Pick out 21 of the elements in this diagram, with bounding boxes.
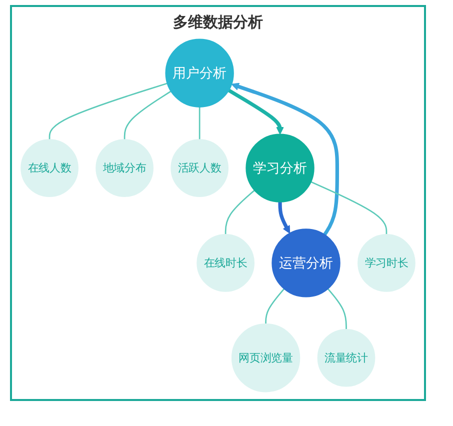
node-circle: 活跃人数 [170,139,228,197]
node-circle: 学习时长 [358,234,416,292]
node-circle: 在线人数 [20,139,78,197]
node-circle: 在线时长 [196,234,254,292]
arrow [228,88,284,134]
arrow [278,202,290,234]
center-heading: 多维数据分析 [173,13,263,32]
node-circle: 学习分析 [246,134,314,202]
connector [310,181,388,234]
connector [198,107,200,140]
node-circle: 网页浏览量 [231,324,300,392]
connector [48,82,168,140]
connector [224,190,255,234]
connector [327,288,347,330]
node-circle: 运营分析 [272,228,340,298]
node-circle: 流量统计 [317,328,376,387]
connector [124,90,172,140]
node-circle: 地域分布 [96,139,154,197]
node-circle: 用户分析 [165,38,234,108]
connector [265,288,285,324]
arrow [231,82,340,236]
